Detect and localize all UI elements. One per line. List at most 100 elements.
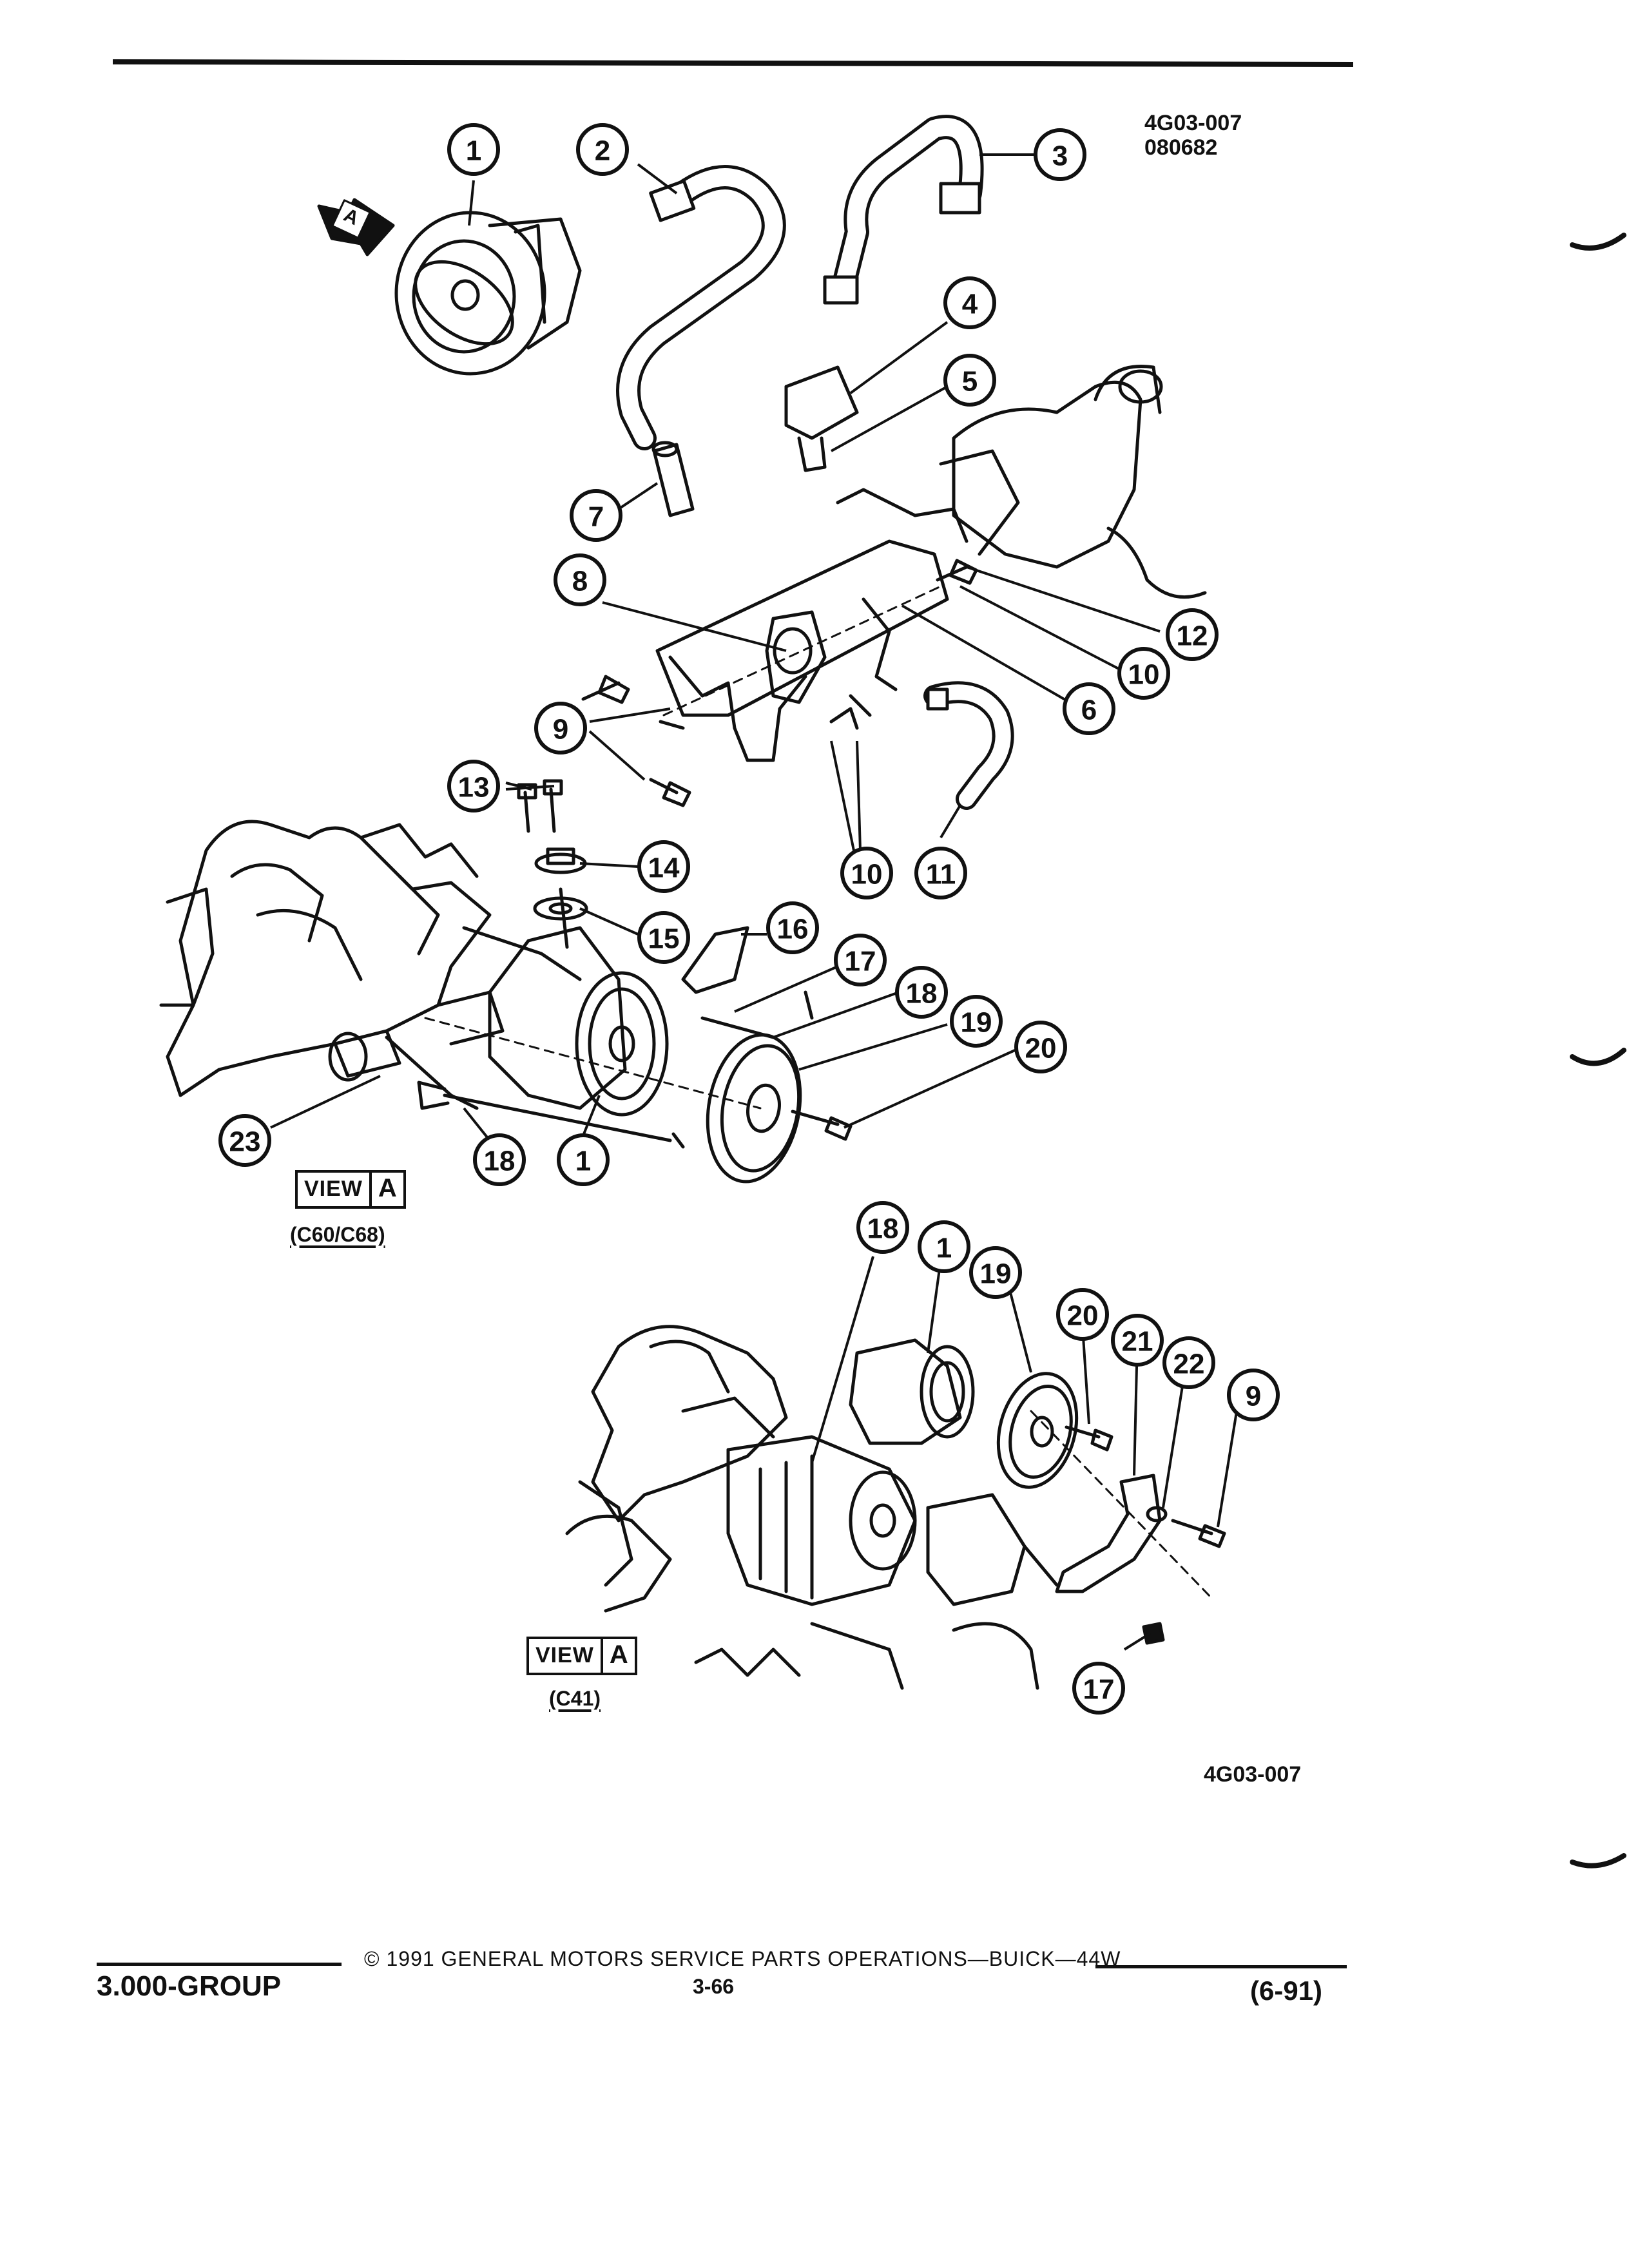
callout-circle [1166,608,1219,661]
callout-number: 3 [1052,140,1068,172]
callout-17: 17 [834,934,887,986]
callout-circle [834,934,887,986]
callout-circle [914,847,967,899]
view-label-box-c41: VIEW A [526,1637,637,1675]
callout-circle [895,966,948,1019]
callout-circle [943,276,996,329]
leader-arrows [270,153,1239,1651]
callout-circle [1162,1336,1215,1389]
callout-circle [534,702,587,754]
callout-number: 21 [1122,1326,1153,1358]
callout-21: 21 [1111,1314,1164,1367]
callout-number: 23 [229,1126,261,1158]
callout-number: 2 [595,135,610,167]
callout-number: 4 [962,289,978,320]
callout-1: 1 [918,1220,970,1273]
callout-circle [840,847,893,899]
callout-10: 10 [840,847,893,899]
callout-14: 14 [637,840,690,893]
callout-circle [1014,1021,1067,1073]
callout-number: 17 [845,946,876,977]
callout-circle [918,1220,970,1273]
callout-circle [1056,1288,1109,1341]
callout-number: 22 [1173,1349,1205,1380]
callout-9: 9 [1227,1369,1280,1421]
view-label-letter: A [600,1639,635,1673]
pulley-part-19 [706,1033,802,1184]
callout-15: 15 [637,911,690,964]
callout-number: 5 [962,366,978,398]
callout-circle [473,1133,526,1186]
callout-number: 13 [458,772,490,803]
callout-10: 10 [1117,647,1170,700]
callout-20: 20 [1014,1021,1067,1073]
valve-part-4 [784,365,859,472]
footer-date: (6-91) [1250,1975,1323,2006]
view-label-box-c60: VIEW A [295,1170,406,1209]
callout-number: 11 [926,859,956,890]
alternator-bottom [726,1435,917,1606]
view-label-text: VIEW [304,1177,363,1201]
callout-number: 10 [1128,659,1160,691]
callout-circle [969,1246,1022,1299]
callout-7: 7 [570,489,622,542]
callout-11: 11 [914,847,967,899]
callout-number: 20 [1025,1033,1057,1064]
alternator-part-1-lower [328,887,669,1117]
footer-group: 3.000-GROUP [97,1970,282,2002]
callout-number: 9 [553,714,568,745]
callout-circle [950,995,1003,1048]
engine-block-upper [159,820,582,1097]
callout-circle [557,1133,610,1186]
figure-code-bottom: 4G03-007 [1204,1762,1302,1787]
model-code-c60-c68: (C60/C68) [290,1223,385,1246]
callout-18: 18 [895,966,948,1019]
top-assembly-drawing [159,115,1213,1599]
callout-number: 18 [906,978,938,1010]
callout-circle [1227,1369,1280,1421]
callout-16: 16 [766,901,819,954]
callout-circle [1034,128,1086,181]
view-label-letter: A [369,1173,403,1206]
callout-19: 19 [950,995,1003,1048]
callout-6: 6 [1063,682,1115,735]
figure-number-header: 080682 [1144,135,1218,160]
callout-12: 12 [1166,608,1219,661]
callout-number: 1 [936,1233,952,1264]
bracket-part-21 [1055,1474,1162,1593]
callout-18: 18 [473,1133,526,1186]
callout-circle [554,553,606,606]
fitting-part-7 [652,443,695,517]
callout-4: 4 [943,276,996,329]
callout-3: 3 [1034,128,1086,181]
callout-number: 19 [961,1007,992,1039]
callout-number: 18 [484,1146,516,1177]
callout-number: 1 [575,1146,591,1177]
mounting-bracket-main [655,539,949,717]
callout-1: 1 [557,1133,610,1186]
callout-circle [766,901,819,954]
bolts-part-13-14-15 [517,779,588,921]
callout-number: 20 [1067,1300,1099,1332]
footer-rule-right [1095,1965,1347,1968]
callout-circle [1072,1662,1125,1715]
callout-number: 16 [777,914,809,945]
callout-number: 8 [572,566,588,597]
callout-number: 19 [980,1258,1012,1290]
callout-1: 1 [447,123,500,176]
callout-number: 17 [1083,1674,1115,1706]
callout-circle [1063,682,1115,735]
model-code-c41: (C41) [549,1687,601,1710]
footer-rule-left [97,1963,342,1966]
callout-20: 20 [1056,1288,1109,1341]
pump-bottom [849,1338,962,1445]
callout-circle [856,1201,909,1254]
callout-number: 6 [1081,695,1097,726]
callout-circle [1111,1314,1164,1367]
bottom-assembly-drawing [565,1325,1226,1690]
callout-circle [447,123,500,176]
callout-18: 18 [856,1201,909,1254]
callout-number: 9 [1246,1381,1261,1412]
